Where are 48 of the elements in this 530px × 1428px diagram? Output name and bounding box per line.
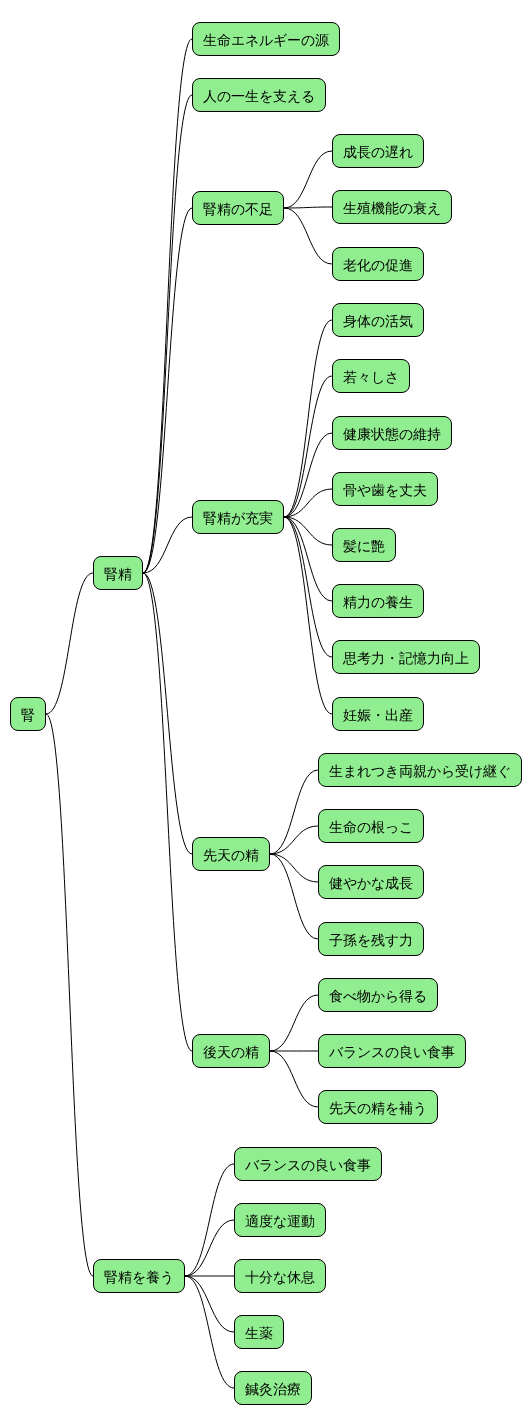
topic-box: バランスの良い食事 (234, 1147, 382, 1181)
topic-box: 健やかな成長 (318, 865, 424, 899)
topic-box: 腎精が充実 (192, 500, 284, 534)
topic-box: 腎精を養う (93, 1259, 185, 1293)
topic-box: 腎精の不足 (192, 191, 284, 225)
topic-box: 妊娠・出産 (332, 697, 424, 731)
topic-box: 生薬 (234, 1315, 284, 1349)
topic-box: 鍼灸治療 (234, 1371, 312, 1405)
topic-box: 生まれつき両親から受け継ぐ (318, 753, 522, 787)
topic-box: 身体の活気 (332, 303, 424, 337)
topic-box: 十分な休息 (234, 1259, 326, 1293)
connector-line (269, 853, 319, 883)
topic-box: バランスの良い食事 (318, 1034, 466, 1068)
connector-line (142, 207, 193, 574)
topic-box: 生殖機能の衰え (332, 190, 452, 224)
topic-box: 生命の根っこ (318, 809, 424, 843)
connector-line (283, 516, 333, 715)
connector-line (142, 572, 193, 1052)
topic-box: 若々しさ (332, 359, 410, 393)
topic-box: 思考力・記憶力向上 (332, 640, 480, 674)
topic-box: 腎精 (93, 556, 143, 590)
topic-box: 腎 (10, 697, 46, 731)
topic-box: 髪に艶 (332, 528, 396, 562)
topic-box: 適度な運動 (234, 1203, 326, 1237)
connector-line (269, 1050, 319, 1052)
topic-box: 子孫を残す力 (318, 922, 424, 956)
topic-box: 健康状態の維持 (332, 416, 452, 450)
connector-line (283, 207, 333, 265)
topic-box: 老化の促進 (332, 247, 424, 281)
connector-line (283, 206, 333, 209)
connector-line (142, 572, 193, 855)
topic-box: 後天の精 (192, 1034, 270, 1068)
connector-line (269, 1050, 319, 1108)
topic-box: 成長の遅れ (332, 134, 424, 168)
connector-line (184, 1275, 235, 1389)
connector-line (142, 516, 193, 574)
topic-box: 先天の精 (192, 837, 270, 871)
connector-line (45, 572, 94, 715)
topic-box: 先天の精を補う (318, 1090, 438, 1124)
connector-line (283, 319, 333, 518)
topic-box: 人の一生を支える (192, 78, 326, 112)
topic-box: 精力の養生 (332, 584, 424, 618)
connector-line (269, 853, 319, 940)
connector-line (269, 825, 319, 855)
topic-box: 生命エネルギーの源 (192, 22, 340, 56)
connector-line (45, 713, 94, 1277)
topic-box: 骨や歯を丈夫 (332, 472, 438, 506)
topic-box: 食べ物から得る (318, 978, 438, 1012)
